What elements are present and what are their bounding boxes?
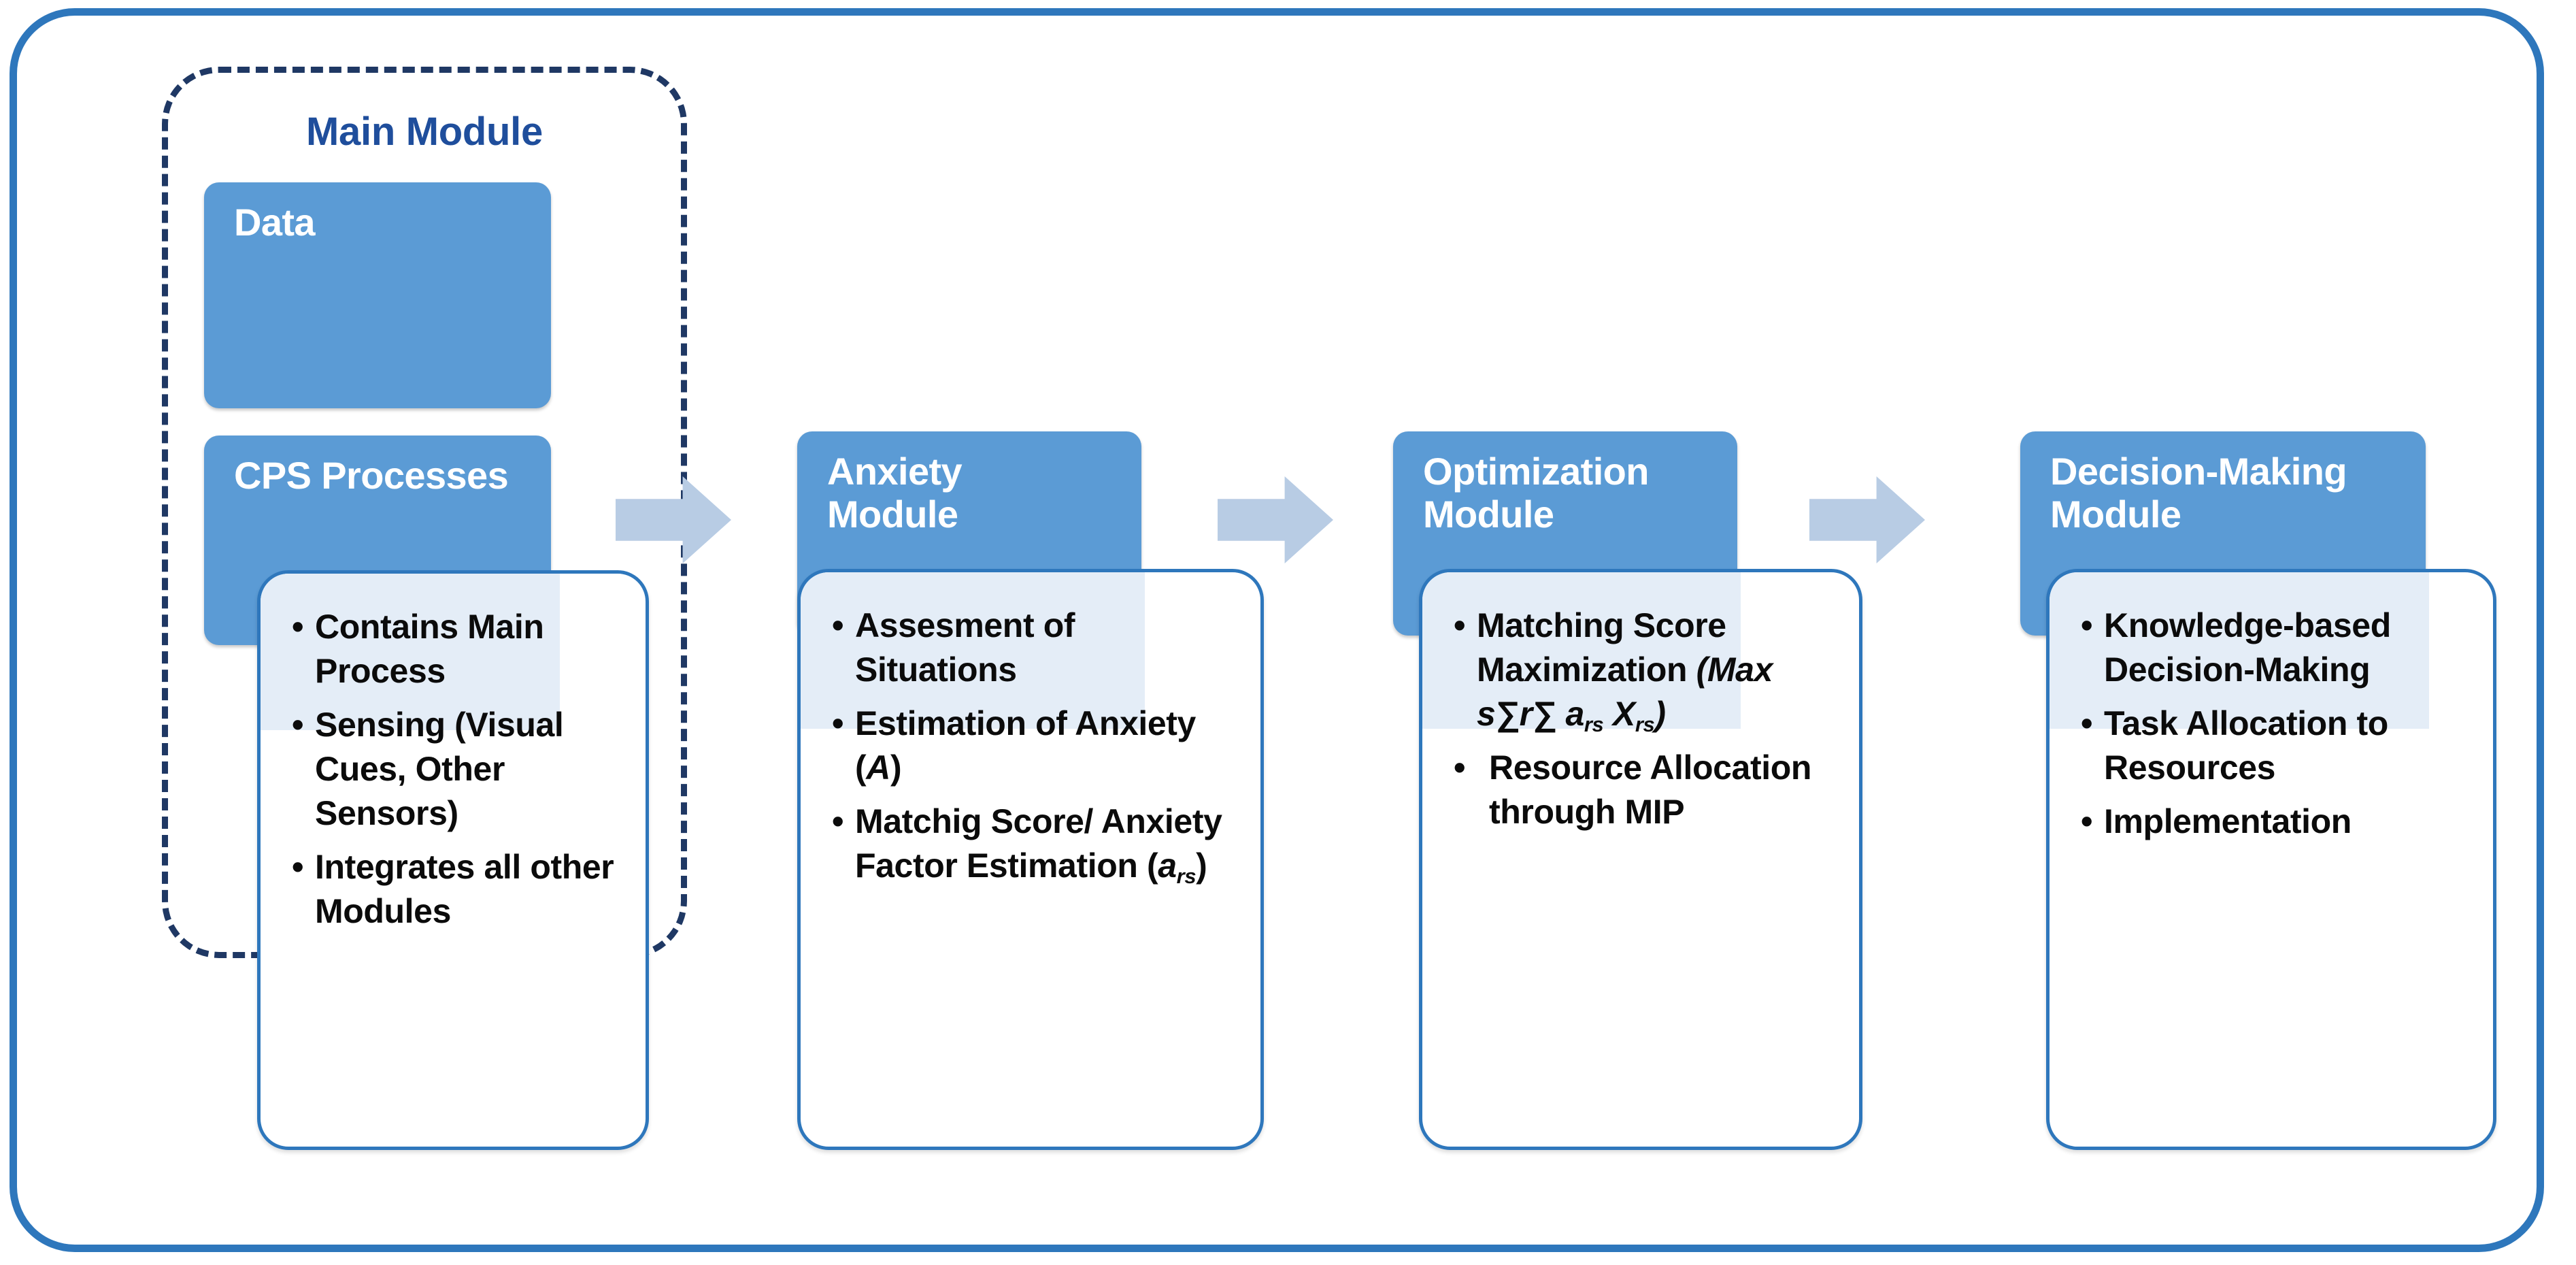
list-item: Implementation — [2081, 800, 2473, 844]
formula-open: ( — [1696, 651, 1708, 689]
decision-bullet-list: Knowledge-based Decision-Making Task All… — [2050, 572, 2493, 844]
list-item: Sensing (Visual Cues, Other Sensors) — [292, 703, 625, 836]
decision-making-module-card: Knowledge-based Decision-Making Task All… — [2046, 569, 2496, 1150]
bullet-text: Estimation of Anxiety ( — [855, 704, 1196, 787]
list-item: Resource Allocation through MIP — [1454, 746, 1839, 834]
list-item: Integrates all other Modules — [292, 845, 625, 934]
optimization-bullet-list: Matching Score Maximization (Max s∑r∑ ar… — [1422, 572, 1859, 834]
formula-a-variable: a — [1565, 695, 1584, 733]
bullet-text: Matchig Score/ Anxiety Factor Estimation… — [855, 802, 1222, 885]
formula-space — [1603, 695, 1613, 733]
outer-container-frame — [10, 8, 2544, 1252]
formula-x-subscript: rs — [1635, 712, 1655, 737]
list-item: Matchig Score/ Anxiety Factor Estimation… — [832, 800, 1240, 888]
anxiety-bullet-list: Assesment of Situations Estimation of An… — [801, 572, 1260, 888]
data-box-label: Data — [234, 201, 316, 244]
data-box[interactable]: Data — [204, 182, 551, 408]
cps-processes-card: Contains Main Process Sensing (Visual Cu… — [257, 570, 649, 1150]
list-item: Matching Score Maximization (Max s∑r∑ ar… — [1454, 604, 1839, 736]
formula-a-subscript: rs — [1584, 712, 1604, 737]
bullet-text: Matching Score Maximization — [1477, 606, 1726, 689]
formula-x-variable: X — [1612, 695, 1635, 733]
list-item: Task Allocation to Resources — [2081, 702, 2473, 790]
cps-bullet-list: Contains Main Process Sensing (Visual Cu… — [261, 574, 646, 934]
anxiety-module-card: Assesment of Situations Estimation of An… — [797, 569, 1264, 1150]
list-item: Knowledge-based Decision-Making — [2081, 604, 2473, 692]
main-module-title: Main Module — [306, 110, 543, 154]
list-item: Assesment of Situations — [832, 604, 1240, 692]
anxiety-factor-subscript: rs — [1176, 864, 1197, 889]
anxiety-factor-variable: a — [1158, 847, 1177, 885]
list-item: Contains Main Process — [292, 605, 625, 693]
bullet-text-suffix: ) — [890, 749, 902, 787]
bullet-text-suffix: ) — [1196, 847, 1207, 885]
formula-close: ) — [1654, 695, 1666, 733]
cps-processes-box-label: CPS Processes — [234, 454, 509, 497]
optimization-module-card: Matching Score Maximization (Max s∑r∑ ar… — [1419, 569, 1862, 1150]
list-item: Estimation of Anxiety (A) — [832, 702, 1240, 790]
anxiety-module-box-label: Anxiety Module — [827, 450, 963, 536]
anxiety-variable: A — [866, 749, 890, 787]
decision-making-module-box-label: Decision-Making Module — [2050, 450, 2347, 536]
optimization-module-box-label: Optimization Module — [1423, 450, 1649, 536]
